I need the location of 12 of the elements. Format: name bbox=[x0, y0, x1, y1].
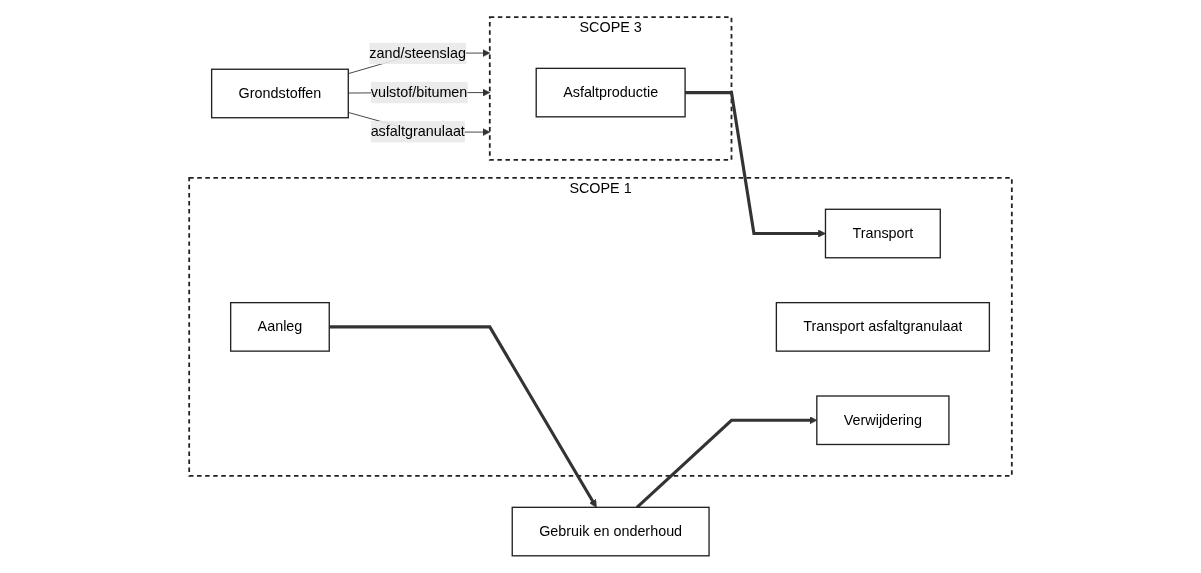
node-box: Transport bbox=[824, 208, 941, 259]
arrow bbox=[329, 325, 597, 508]
node-box: Asfaltproductie bbox=[535, 67, 686, 118]
edge-label: zand/steenslag bbox=[369, 45, 466, 61]
arrow bbox=[685, 91, 826, 238]
edge-label: asfaltgranulaat bbox=[370, 123, 465, 139]
node-box: Gebruik en onderhoud bbox=[511, 506, 710, 557]
node-box: Aanleg bbox=[229, 301, 330, 352]
edge-label: vulstof/bitumen bbox=[370, 84, 468, 100]
node-box: Verwijdering bbox=[816, 395, 950, 446]
node-box: Grondstoffen bbox=[210, 68, 349, 119]
node-box: Transport asfaltgranulaat bbox=[775, 301, 991, 352]
